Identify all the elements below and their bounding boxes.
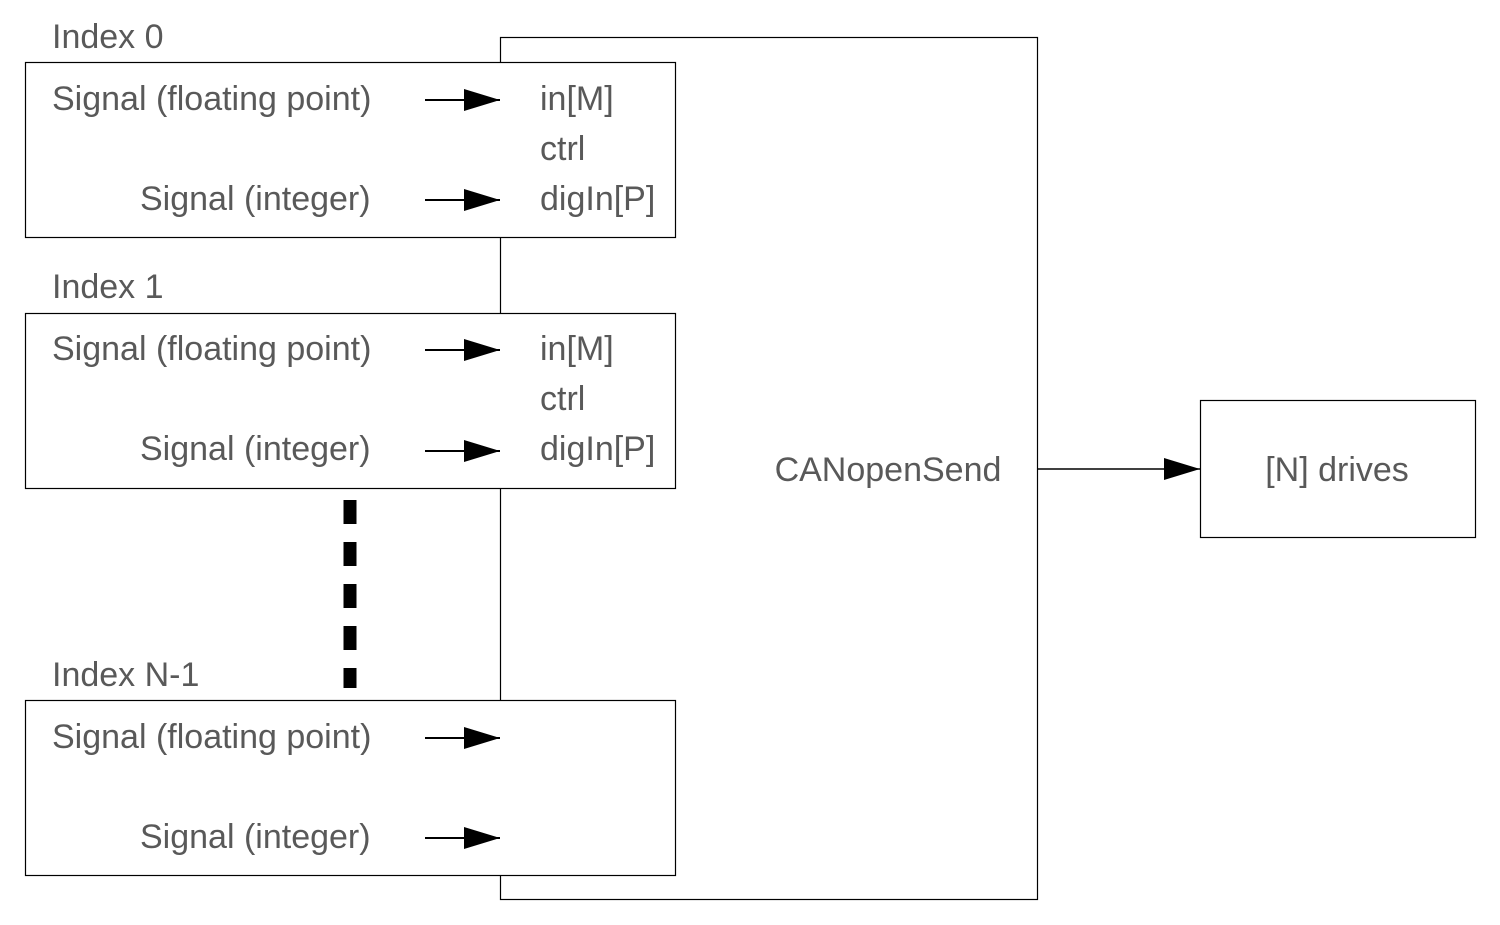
- group-0-port-in: in[M]: [540, 80, 614, 118]
- group-0-signal-int: Signal (integer): [140, 180, 371, 218]
- group-1-index-label: Index 1: [52, 268, 164, 306]
- group-n1-index-label: Index N-1: [52, 656, 199, 694]
- drives-label: [N] drives: [1265, 451, 1409, 489]
- group-n1-signal-int: Signal (integer): [140, 818, 371, 856]
- group-0-signal-float: Signal (floating point): [52, 80, 371, 118]
- group-1-port-ctrl: ctrl: [540, 380, 585, 418]
- group-1-signal-float: Signal (floating point): [52, 330, 371, 368]
- group-0-box: [24, 61, 677, 239]
- group-1-signal-int: Signal (integer): [140, 430, 371, 468]
- group-0-port-ctrl: ctrl: [540, 130, 585, 168]
- group-1-box: [24, 312, 677, 490]
- group-1-port-in: in[M]: [540, 330, 614, 368]
- group-1-port-digin: digIn[P]: [540, 430, 655, 468]
- group-0-port-digin: digIn[P]: [540, 180, 655, 218]
- drives-box: [1199, 399, 1477, 539]
- group-n1-box: [24, 699, 677, 877]
- canopensend-label: CANopenSend: [775, 451, 1002, 489]
- group-n1-signal-float: Signal (floating point): [52, 718, 371, 756]
- group-0-index-label: Index 0: [52, 18, 164, 56]
